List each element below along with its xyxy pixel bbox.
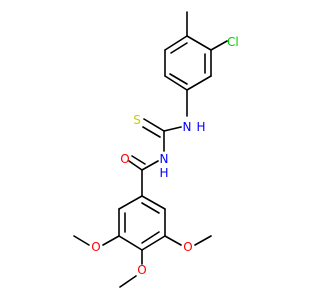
amide-nitrogen-hydrogen-label: H (159, 166, 168, 180)
carbonyl-oxygen-label: O (120, 152, 129, 166)
chlorine-atom-label: Cl (227, 35, 239, 49)
amide-nitrogen-label: N (160, 152, 169, 166)
methoxy-oxygen-bottom-label: O (137, 263, 146, 277)
methoxy-oxygen-left-label: O (91, 240, 100, 254)
sulfur-atom-label: S (133, 113, 141, 127)
methoxy-oxygen-right-label: O (183, 240, 192, 254)
thiourea-nitrogen-hydrogen-label: H (196, 120, 205, 134)
molecule-structure: Cl O S N H N H O O O (73, 11, 239, 288)
atom-labels: Cl O S N H N H O O O (91, 35, 238, 277)
bonds (73, 11, 228, 288)
thiourea-nitrogen-label: N (183, 120, 192, 134)
